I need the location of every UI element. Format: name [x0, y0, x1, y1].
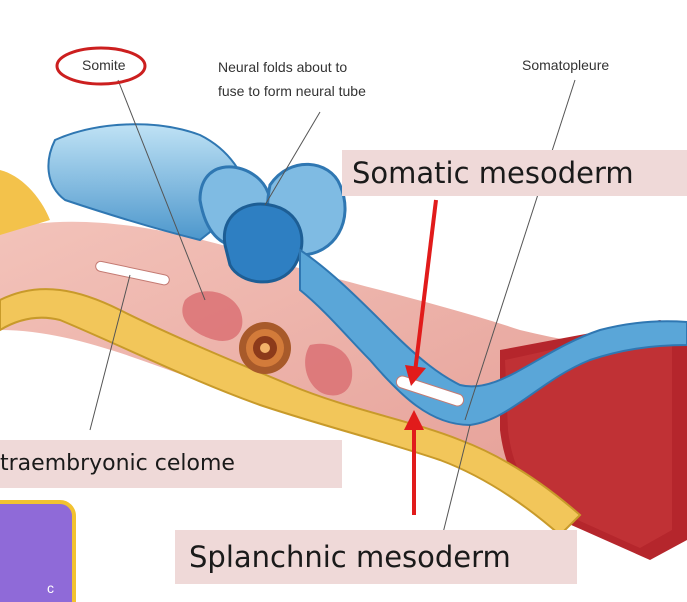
- tab-text: c: [47, 580, 54, 596]
- neural-folds-label-line1: Neural folds about to: [218, 58, 347, 77]
- extraembryonic-celome-callout: traembryonic celome: [0, 440, 342, 488]
- neural-tube: [224, 204, 302, 282]
- somatic-mesoderm-callout: Somatic mesoderm: [342, 150, 687, 196]
- neural-folds-label-line2: fuse to form neural tube: [218, 82, 366, 101]
- somite-label: Somite: [82, 56, 126, 75]
- purple-tab[interactable]: c: [0, 500, 76, 602]
- splanchnic-mesoderm-callout: Splanchnic mesoderm: [175, 530, 577, 584]
- somatopleure-label: Somatopleure: [522, 56, 609, 75]
- notochord: [239, 322, 291, 374]
